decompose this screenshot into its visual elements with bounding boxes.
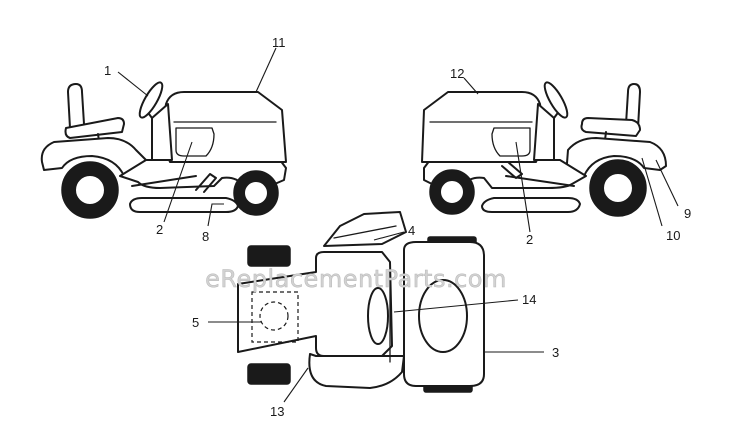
callout-2-left: 2 [156,222,163,237]
callout-labels: 1 11 2 8 12 2 9 10 4 5 14 3 13 [104,35,691,419]
callout-4: 4 [408,223,415,238]
right-footrest [505,175,575,187]
right-dash-tower [533,103,555,161]
right-hood [421,91,544,163]
leader-8 [207,203,224,227]
left-footrest [131,175,197,187]
leader-1 [117,71,149,97]
top-view-mower [237,211,485,393]
left-dash-tower [151,103,173,161]
leader-lines [117,47,679,403]
callout-2-right: 2 [526,232,533,247]
top-rear-wheel-right [247,363,291,385]
leader-12 [463,77,479,95]
leader-2-left [163,141,193,223]
callout-13: 13 [270,404,284,419]
top-steering-oval [367,287,389,345]
callout-5: 5 [192,315,199,330]
callout-8: 8 [202,229,209,244]
callout-10: 10 [666,228,680,243]
right-rear-hub [602,172,634,204]
callout-9: 9 [684,206,691,221]
top-body-lower [308,353,405,389]
right-front-hub [439,179,465,205]
callout-12: 12 [450,66,464,81]
callout-3: 3 [552,345,559,360]
top-seat-crease [333,225,397,239]
leader-13 [283,367,309,403]
callout-14: 14 [522,292,536,307]
right-rear-fender [565,137,667,177]
left-mower-deck [129,197,239,213]
left-steering-wheel [138,81,164,119]
leader-10 [641,157,663,227]
right-seat [580,117,641,137]
right-lift-lever [501,161,523,179]
watermark-text: eReplacementParts.com [205,265,507,293]
leader-11 [255,47,277,93]
left-seat [64,117,125,139]
leader-9 [655,159,679,207]
right-hood-decal-panel [491,127,531,157]
right-seat-back [625,83,641,129]
left-hood [162,91,287,163]
callout-11: 11 [272,35,286,50]
callout-1: 1 [104,63,111,78]
leader-2-right [515,141,531,233]
leader-14 [393,299,519,313]
top-hood-oval [418,279,468,353]
top-rear-wheel-left [247,245,291,267]
left-seat-back [67,83,85,129]
right-side-view-mower [421,81,667,217]
top-seat [323,211,407,247]
left-rear-hub [74,174,106,206]
left-hood-decal-panel [175,127,215,157]
left-side-view-mower [40,81,287,219]
top-battery-outline [251,291,299,343]
left-front-hub [243,180,269,206]
leader-4 [373,231,405,241]
right-steering-wheel [543,81,569,119]
left-lift-lever [195,173,217,193]
top-rear-fender [237,251,393,357]
right-mower-deck [481,197,581,213]
top-fuel-cap-outline [259,301,289,331]
